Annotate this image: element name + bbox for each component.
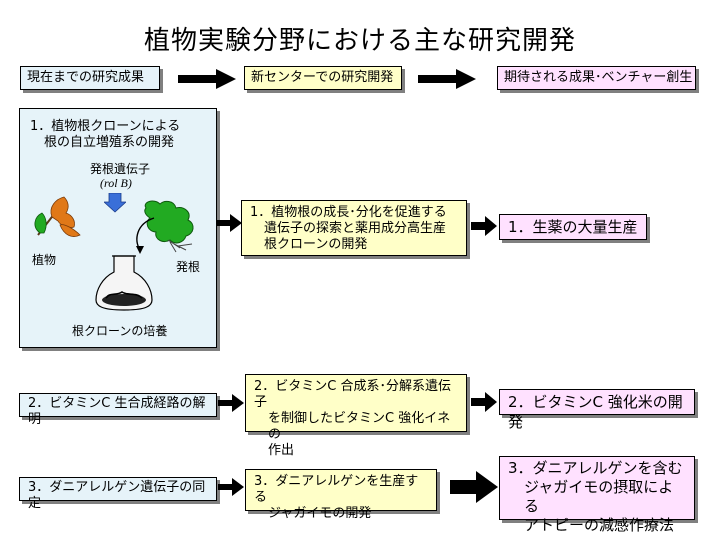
page-title: 植物実験分野における主な研究開発 — [143, 26, 576, 56]
header-arrow-2 — [418, 69, 476, 89]
rooting-leaf-icon — [144, 200, 194, 253]
center-research-2-line1: 2．ビタミンC 合成系･分解系遺伝子 — [254, 379, 451, 410]
header-current-results: 現在までの研究成果 — [20, 66, 160, 90]
current-result-2: 2．ビタミンC 生合成経路の解明 — [19, 393, 217, 427]
current-result-1-line1: 1．植物根クローンによる — [30, 119, 181, 134]
current-result-3: 3．ダニアレルゲン遺伝子の同定 — [19, 477, 217, 511]
center-research-2-line3: 作出 — [268, 443, 295, 458]
header-expected: 期待される成果･ベンチャー創生 — [497, 66, 696, 90]
current-result-1-line2: 根の自立増殖系の開発 — [44, 135, 175, 150]
expected-outcome-3-line1: 3．ダニアレルゲンを含む — [508, 459, 683, 477]
gene-insertion-arrow-icon — [104, 193, 126, 213]
expected-outcome-3: 3．ダニアレルゲンを含む ジャガイモの摂取による アトピーの減感作療法 — [499, 456, 695, 534]
row2-arrow-2 — [471, 392, 497, 412]
curved-arrow-icon — [136, 217, 155, 254]
row2-arrow-1 — [218, 394, 244, 412]
gene-label: 発根遺伝子 — [90, 162, 151, 176]
rooting-label: 発根 — [176, 260, 201, 274]
center-research-1-line1: 1．植物根の成長･分化を促進する — [250, 205, 447, 220]
culture-label: 根クローンの培養 — [72, 324, 168, 338]
plant-label: 植物 — [32, 253, 57, 267]
row1-arrow-2 — [471, 216, 497, 236]
header-new-center: 新センターでの研究開発 — [244, 66, 402, 90]
center-research-3-line2: ジャガイモの開発 — [268, 506, 372, 521]
gene-name: (rol B) — [100, 176, 132, 190]
center-research-1-line3: 根クローンの開発 — [264, 237, 368, 252]
row3-arrow-2 — [450, 471, 498, 503]
culture-flask-icon — [95, 255, 153, 311]
center-research-1-line2: 遺伝子の探索と薬用成分高生産 — [264, 221, 447, 236]
center-research-2-line2: を制御したビタミンC 強化イネの — [268, 411, 451, 442]
row1-arrow-1 — [216, 214, 242, 232]
plant-icon — [34, 196, 81, 237]
expected-outcome-1: 1．生薬の大量生産 — [499, 214, 647, 240]
expected-outcome-3-line3: アトピーの減感作療法 — [524, 516, 675, 534]
expected-outcome-3-line2: ジャガイモの摂取による — [524, 478, 674, 515]
center-research-3: 3．ダニアレルゲンを生産する ジャガイモの開発 — [245, 469, 437, 521]
center-research-3-line1: 3．ダニアレルゲンを生産する — [254, 474, 419, 505]
center-research-2: 2．ビタミンC 合成系･分解系遺伝子 を制御したビタミンC 強化イネの 作出 — [245, 374, 467, 458]
row3-arrow-1 — [218, 478, 244, 496]
header-arrow-1 — [178, 69, 236, 89]
expected-outcome-2: 2．ビタミンC 強化米の開発 — [499, 389, 695, 431]
center-research-1: 1．植物根の成長･分化を促進する 遺伝子の探索と薬用成分高生産 根クローンの開発 — [241, 200, 467, 256]
